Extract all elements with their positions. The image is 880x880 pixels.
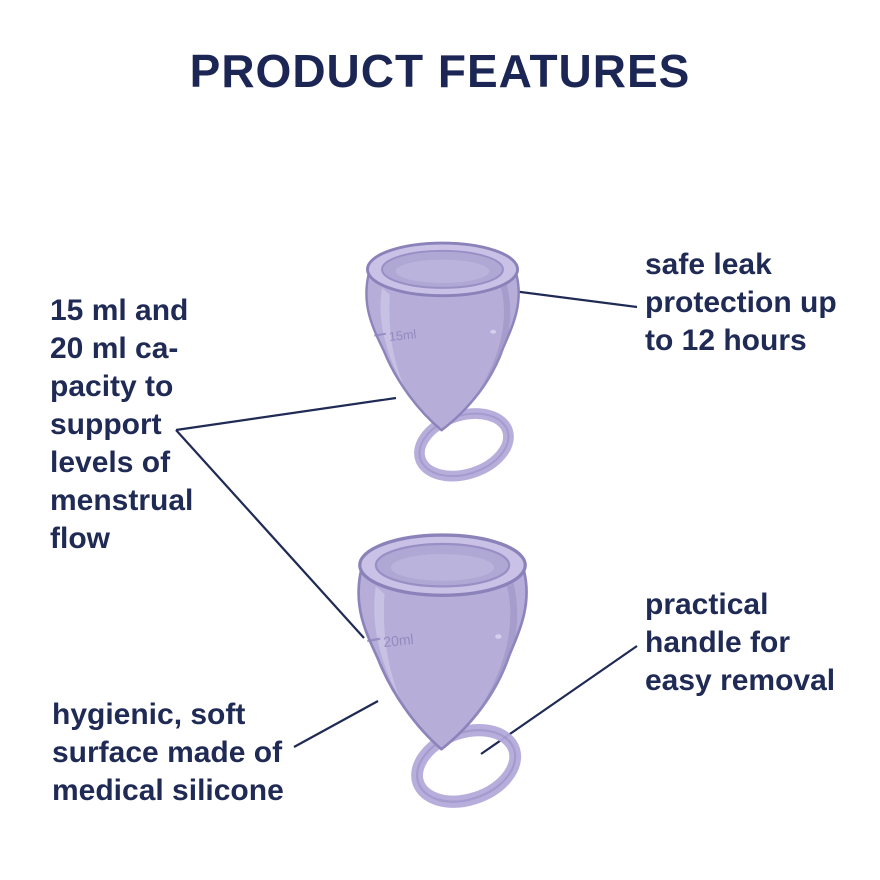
cup-opening-sheen — [395, 259, 490, 283]
body-glint — [495, 634, 502, 639]
capacity-marking-label: 15ml — [388, 327, 417, 344]
callout-leak-protection: safe leak protection up to 12 hours — [645, 248, 837, 357]
callout-practical-handle: practical handle for easy removal — [645, 588, 836, 697]
cup-opening-sheen — [390, 554, 495, 581]
menstrual-cup-small: 15ml — [365, 241, 520, 482]
cup-body-highlight — [374, 586, 400, 698]
capacity-marking: 15ml — [374, 327, 417, 344]
cup-body-highlight — [380, 287, 404, 386]
body-glint — [490, 329, 497, 334]
menstrual-cup-large: 20ml — [357, 533, 528, 808]
callout-capacity: 15 ml and 20 ml ca- pacity to support le… — [50, 294, 194, 555]
page-title: PRODUCT FEATURES — [189, 45, 691, 97]
callout-hygienic-surface: hygienic, soft surface made of medical s… — [52, 698, 284, 807]
capacity-marking-label: 20ml — [383, 632, 415, 651]
capacity-marking: 20ml — [367, 632, 414, 651]
